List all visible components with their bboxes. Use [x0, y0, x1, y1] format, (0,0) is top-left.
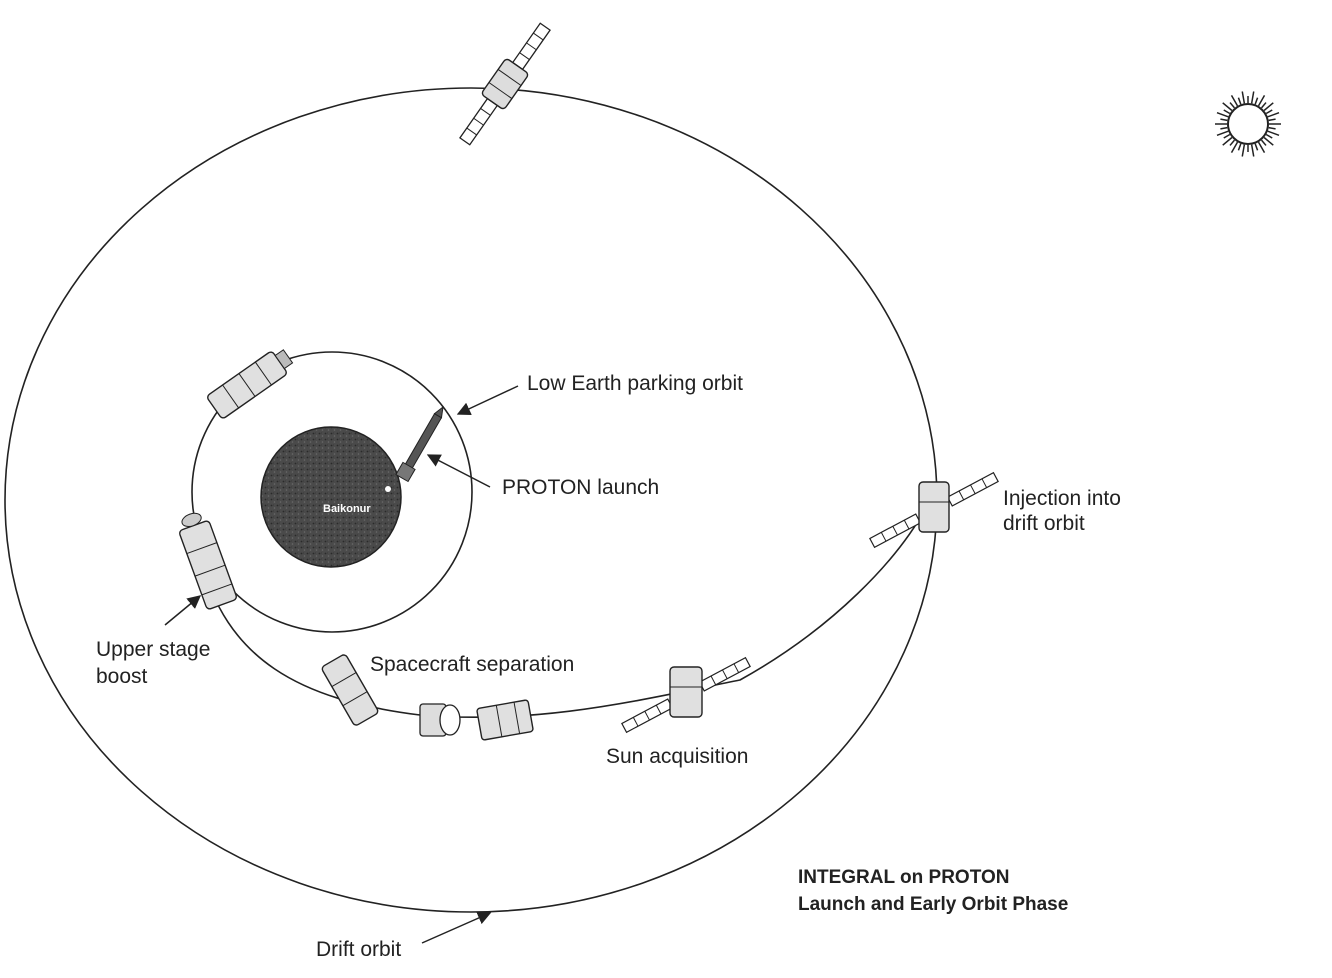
sun-ray [1250, 91, 1255, 104]
sun-ray [1250, 144, 1255, 157]
satellite-icon [621, 656, 751, 734]
upper-stage-icon [179, 512, 237, 610]
satellite-icon [459, 22, 551, 146]
upper-stage-label-line2: boost [96, 665, 148, 688]
sun-ray [1241, 91, 1246, 104]
sun-ray [1216, 130, 1229, 136]
sun-ray [1241, 144, 1246, 157]
sun-ray [1220, 118, 1228, 122]
sun-ray [1260, 139, 1267, 146]
sun-ray [1257, 141, 1266, 153]
caption-subtitle: Launch and Early Orbit Phase [798, 894, 1068, 915]
satellite-icon [476, 699, 534, 741]
upper-stage-arrow [164, 595, 202, 626]
sun-ray [1257, 95, 1266, 107]
sun-ray [1267, 130, 1280, 136]
sun-ray [1230, 95, 1239, 107]
upper-stage-icon [321, 654, 379, 726]
satellite-icon [207, 349, 294, 419]
sun-ray [1263, 136, 1274, 146]
sun-icon [1215, 91, 1281, 157]
sun-ray [1254, 97, 1259, 105]
sun-ray [1222, 136, 1233, 146]
sun-ray [1263, 102, 1274, 112]
baikonur-marker [385, 486, 391, 492]
satellite-icon [869, 471, 999, 549]
sun-ray [1267, 112, 1280, 118]
sun-ray [1223, 133, 1231, 139]
sun-ray [1230, 141, 1239, 153]
proton-launch-arrow [426, 454, 491, 488]
parking-orbit-label: Low Earth parking orbit [527, 372, 743, 395]
separation-label: Spacecraft separation [370, 653, 574, 676]
proton-launch-label: PROTON launch [502, 476, 659, 499]
sun-ray [1237, 143, 1242, 151]
sun-ray [1268, 118, 1276, 122]
injection-label-line2: drift orbit [1003, 512, 1085, 535]
sun-ray [1237, 97, 1242, 105]
earth-icon [260, 426, 402, 568]
upper-stage-label-line1: Upper stage [96, 638, 210, 661]
drift-orbit-label: Drift orbit [316, 938, 401, 961]
sun-ray [1265, 133, 1273, 139]
sun-ray [1223, 109, 1231, 115]
parking-orbit-path [191, 351, 473, 633]
sun-ray [1265, 109, 1273, 115]
sun-ray [1260, 102, 1267, 109]
parking-orbit-arrow [456, 385, 519, 415]
separation-adapter-icon [419, 703, 461, 737]
sun-ray [1222, 102, 1233, 112]
transfer-trajectory [199, 499, 931, 719]
sun-ray [1268, 126, 1276, 130]
caption-title: INTEGRAL on PROTON [798, 867, 1009, 888]
sun-ray [1229, 102, 1236, 109]
sun-acquisition-label: Sun acquisition [606, 745, 748, 768]
sun-ray [1216, 112, 1229, 118]
rocket-icon [395, 405, 444, 483]
sun-ray [1254, 143, 1259, 151]
sun-ray [1229, 139, 1236, 146]
baikonur-label: Baikonur [323, 503, 371, 515]
injection-label-line1: Injection into [1003, 487, 1121, 510]
drift-orbit-arrow [421, 911, 492, 944]
sun-ray [1220, 126, 1228, 130]
